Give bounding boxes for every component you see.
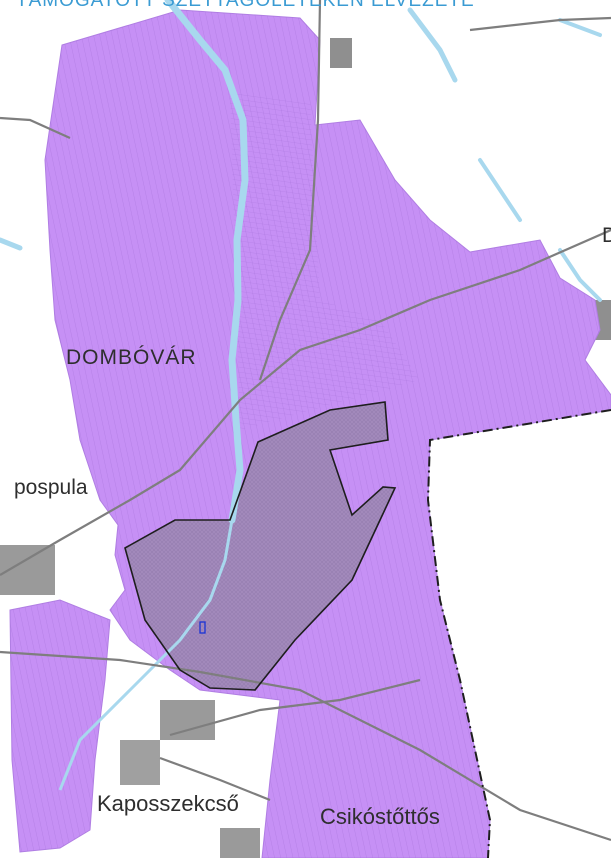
- inner-town-boundary[interactable]: [124, 401, 397, 691]
- parcel-hatching-sw: [10, 600, 110, 852]
- map-title: TÁMOGATOTT SZÉTTAGOLÉTEKEN ELVEZETE: [16, 0, 475, 11]
- river-network: [0, 0, 602, 791]
- municipal-boundary-dashed: [426, 409, 611, 858]
- label-dombovar: DOMBÓVÁR: [66, 346, 197, 369]
- location-marker[interactable]: [199, 621, 206, 634]
- label-kaposszekcso: Kaposszekcső: [97, 791, 239, 816]
- label-csikostottos: Csikóstőttős: [320, 804, 440, 829]
- label-pospula: pospula: [14, 476, 88, 499]
- parcel-hatching-north: [230, 90, 420, 430]
- label-edge-letter: D: [602, 224, 611, 247]
- urban-core-texture: [125, 402, 395, 690]
